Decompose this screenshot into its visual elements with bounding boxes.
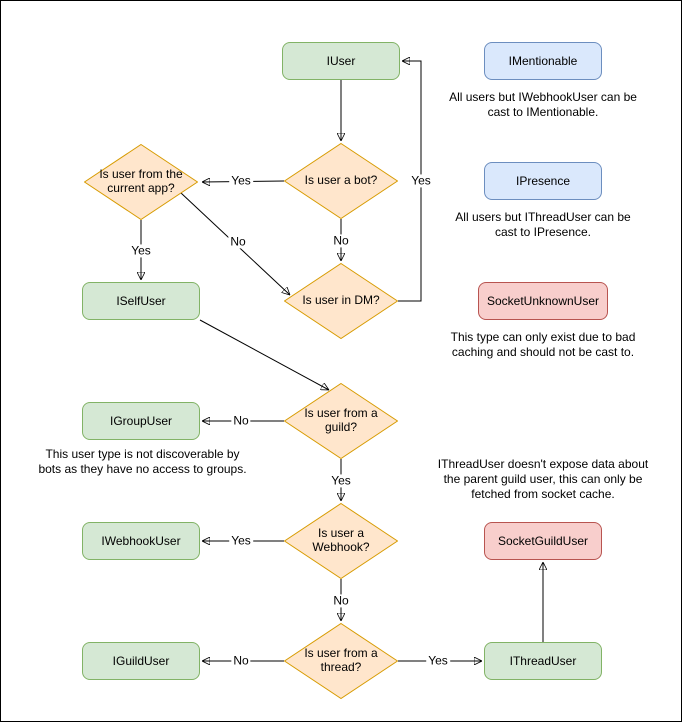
- decision-current-app: Is user from the current app?: [84, 144, 198, 220]
- node-imentionable-label: IMentionable: [508, 54, 578, 68]
- node-socketguilduser-label: SocketGuildUser: [497, 534, 589, 548]
- node-socketunknownuser: SocketUnknownUser: [478, 282, 608, 320]
- decision-current-app-label: Is user from the current app?: [99, 167, 183, 195]
- edge-label-currentapp-yes: Yes: [129, 243, 153, 258]
- edge-label-webhook-no: No: [331, 593, 351, 608]
- edge-label-thread-no: No: [231, 653, 251, 668]
- node-igroupuser: IGroupUser: [82, 402, 200, 440]
- node-socketguilduser: SocketGuildUser: [484, 522, 602, 560]
- decision-from-guild-label: Is user from a guild?: [304, 406, 378, 434]
- decision-in-dm: Is user in DM?: [284, 263, 398, 339]
- diamond-shape: [284, 383, 398, 459]
- node-ithreaduser-label: IThreadUser: [509, 654, 577, 668]
- node-iuser-label: IUser: [326, 54, 356, 68]
- edge-label-thread-yes: Yes: [426, 653, 450, 668]
- node-imentionable: IMentionable: [484, 42, 602, 80]
- decision-is-webhook-label: Is user a Webhook?: [312, 526, 370, 554]
- decision-from-guild: Is user from a guild?: [284, 383, 398, 459]
- node-ithreaduser: IThreadUser: [484, 642, 602, 680]
- edge-label-webhook-yes: Yes: [229, 533, 253, 548]
- node-iwebhookuser: IWebhookUser: [82, 522, 200, 560]
- note-socketunknownuser: This type can only exist due to bad cach…: [450, 330, 636, 359]
- decision-from-thread: Is user from a thread?: [284, 623, 398, 699]
- edge-label-currentapp-no: No: [228, 234, 248, 249]
- note-socketguilduser: IThreadUser doesn't expose data about th…: [437, 457, 649, 501]
- node-iuser: IUser: [282, 42, 400, 80]
- diamond-shape: [284, 263, 398, 339]
- node-iwebhookuser-label: IWebhookUser: [101, 534, 181, 548]
- node-iselfuser: ISelfUser: [82, 282, 200, 320]
- edge-label-guild-yes: Yes: [329, 473, 353, 488]
- note-igroupuser: This user type is not discoverable by bo…: [38, 447, 247, 476]
- node-ipresence-label: IPresence: [515, 174, 571, 188]
- node-igroupuser-label: IGroupUser: [109, 414, 173, 428]
- decision-is-bot: Is user a bot?: [284, 143, 398, 219]
- diamond-shape: [84, 144, 198, 220]
- note-ipresence: All users but IThreadUser can be cast to…: [455, 210, 631, 239]
- decision-is-bot-label: Is user a bot?: [304, 173, 378, 188]
- edge-label-bot-no: No: [331, 233, 351, 248]
- node-socketunknownuser-label: SocketUnknownUser: [486, 294, 600, 308]
- edge-label-dm-yes: Yes: [409, 173, 433, 188]
- diamond-shape: [284, 143, 398, 219]
- node-iguilduser: IGuildUser: [82, 642, 200, 680]
- node-ipresence: IPresence: [484, 162, 602, 200]
- edge-label-guild-no: No: [231, 413, 251, 428]
- note-imentionable: All users but IWebhookUser can be cast t…: [449, 90, 637, 119]
- node-iselfuser-label: ISelfUser: [116, 294, 166, 308]
- edge-label-bot-yes: Yes: [229, 173, 253, 188]
- decision-is-webhook: Is user a Webhook?: [284, 503, 398, 579]
- diamond-shape: [284, 503, 398, 579]
- node-iguilduser-label: IGuildUser: [112, 654, 170, 668]
- diamond-shape: [284, 623, 398, 699]
- decision-in-dm-label: Is user in DM?: [302, 293, 380, 308]
- decision-from-thread-label: Is user from a thread?: [304, 646, 378, 674]
